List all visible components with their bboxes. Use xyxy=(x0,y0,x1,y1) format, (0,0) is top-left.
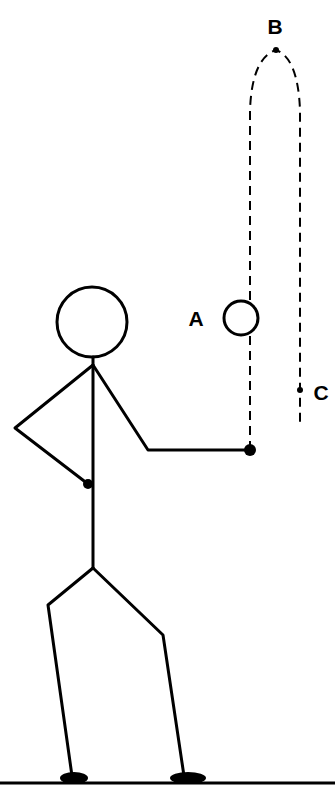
right-foot xyxy=(170,772,206,784)
head xyxy=(57,287,127,357)
left-foot xyxy=(60,772,88,784)
left-hand xyxy=(83,479,93,489)
right-leg xyxy=(93,568,184,776)
point-label: B xyxy=(267,16,282,37)
left-leg xyxy=(48,568,93,776)
point-marker xyxy=(297,387,303,393)
ball xyxy=(224,301,258,335)
right-hand xyxy=(244,444,256,456)
left-arm xyxy=(15,365,93,484)
point-label: A xyxy=(188,308,203,329)
torso xyxy=(92,357,95,568)
ground-line xyxy=(0,782,335,785)
point-label: C xyxy=(313,382,328,403)
point-marker xyxy=(273,47,279,53)
ball-trajectory xyxy=(250,50,300,450)
right-arm xyxy=(93,365,250,450)
